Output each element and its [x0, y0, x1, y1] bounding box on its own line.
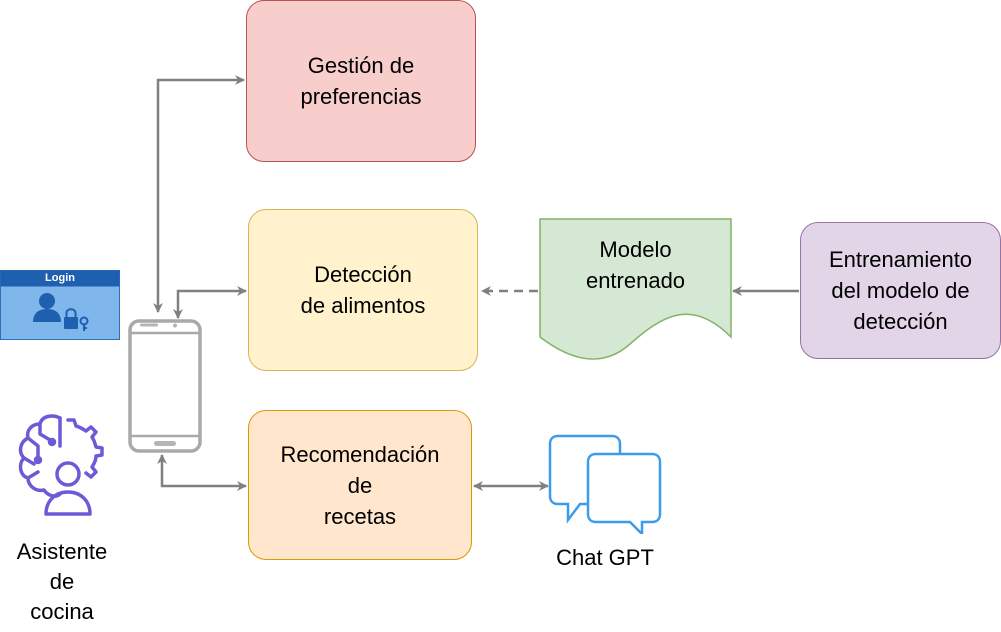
- assistant-brain-icon: [18, 414, 104, 516]
- entrenamiento-modelo-label: Entrenamiento del modelo de detección: [828, 247, 973, 334]
- arrow-phone-deteccion: [173, 286, 247, 319]
- gestion-preferencias-box[interactable]: Gestión de preferencias: [246, 0, 476, 162]
- chat-bubbles-icon[interactable]: [548, 434, 662, 534]
- login-title: Login: [45, 272, 75, 284]
- deteccion-alimentos-label: Detección de alimentos: [300, 262, 426, 318]
- login-icon[interactable]: Login: [0, 270, 120, 340]
- entrenamiento-modelo-box[interactable]: Entrenamiento del modelo de detección: [800, 222, 1001, 359]
- gestion-preferencias-label: Gestión de preferencias: [300, 53, 422, 109]
- modelo-entrenado-label: Modelo entrenado: [585, 237, 686, 293]
- chatgpt-label: Chat GPT: [556, 545, 654, 570]
- arrow-phone-gestion: [153, 75, 245, 313]
- arrow-phone-recomendacion: [157, 454, 247, 491]
- deteccion-alimentos-box[interactable]: Detección de alimentos: [248, 209, 478, 371]
- recomendacion-recetas-box[interactable]: Recomendación de recetas: [248, 410, 472, 560]
- asistente-cocina-label: Asistente de cocina: [16, 539, 108, 624]
- recomendacion-recetas-label: Recomendación de recetas: [280, 441, 440, 529]
- smartphone-icon[interactable]: [128, 319, 202, 453]
